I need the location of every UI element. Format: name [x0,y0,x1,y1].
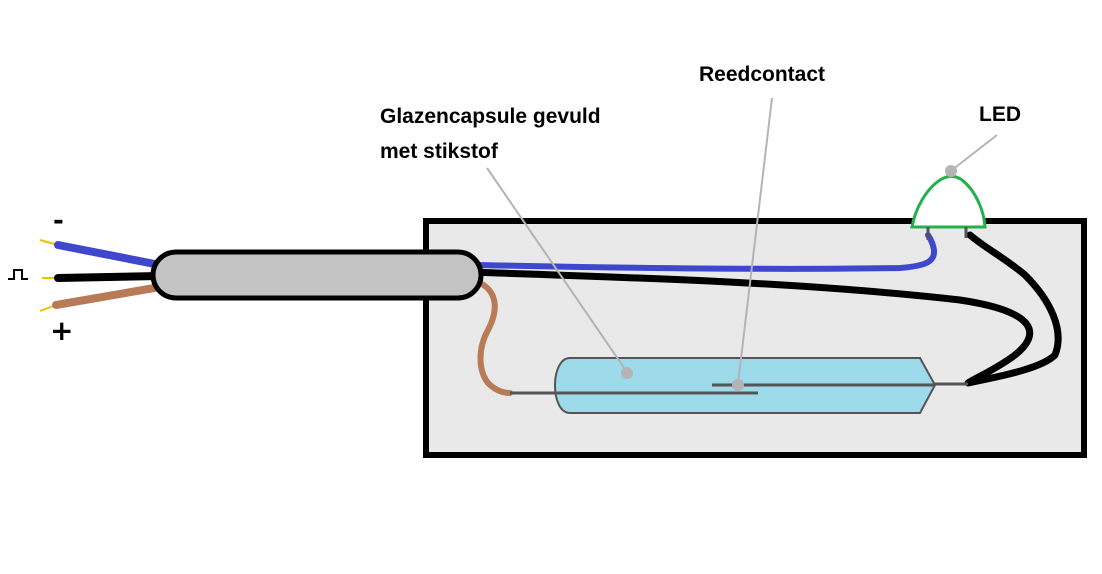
wire-blue-internal [475,232,938,272]
wire-blue-external [54,241,164,269]
label-reed-contact: Reedcontact [699,63,826,86]
pulse-signal-icon [8,269,28,280]
cable-sleeve [150,249,484,301]
pointer-reed-contact [737,97,773,385]
label-terminal-plus: + [50,314,74,347]
wire-brown-external [52,283,164,309]
sensor-housing [423,218,1087,458]
label-led: LED [979,103,1021,126]
pointer-reed-contact-dot [732,379,744,391]
label-terminal-minus: - [53,206,64,236]
led [910,174,987,229]
label-glass-capsule-line1: Glazencapsule gevuld [380,105,601,128]
pointer-glass-capsule-dot [621,367,633,379]
pointer-glass-capsule [486,167,628,373]
pointer-led [951,134,998,171]
pointers [486,97,998,391]
wire-brown-internal [477,281,513,396]
label-glass-capsule-line2: met stikstof [380,140,498,163]
wire-black-external [54,272,164,282]
pointer-led-dot [945,165,957,177]
